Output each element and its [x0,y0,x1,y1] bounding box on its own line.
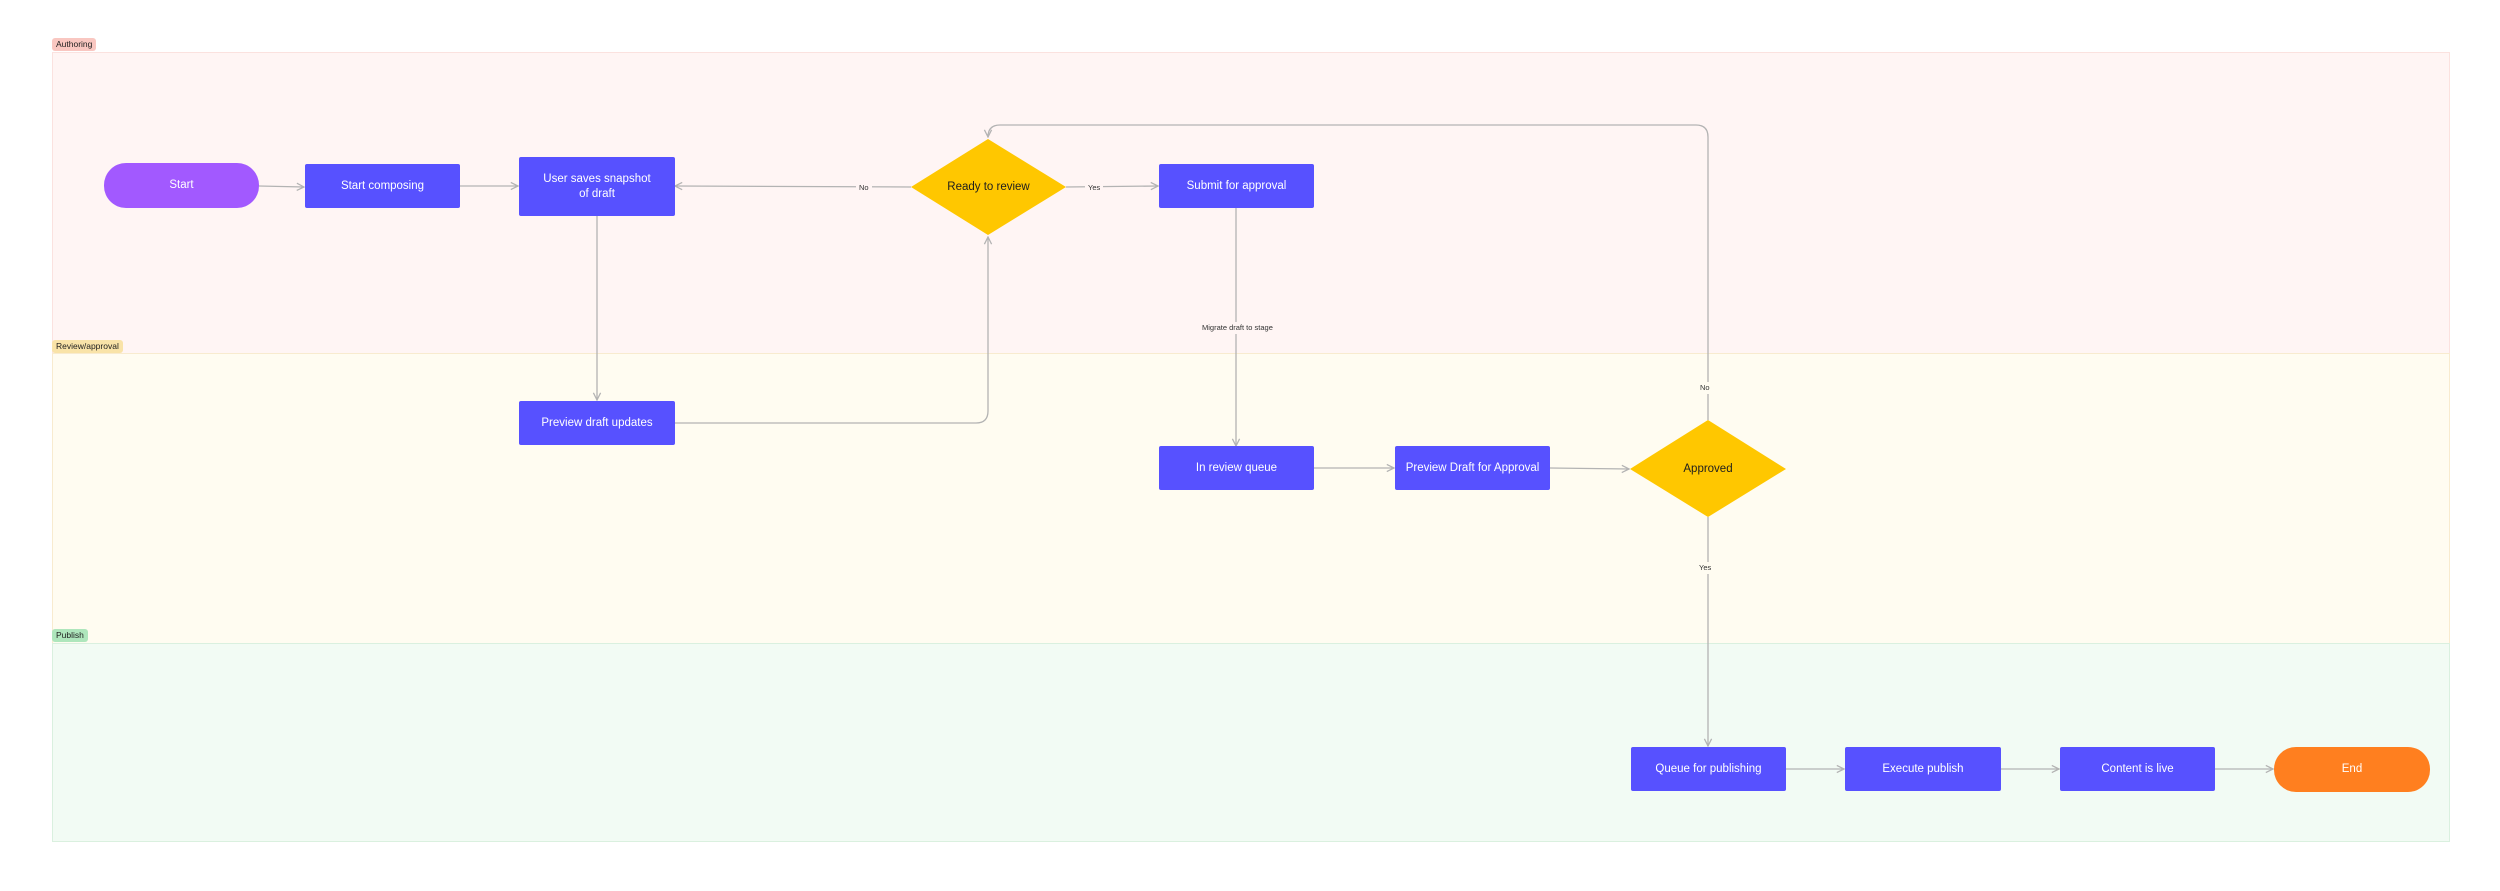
edge-label-ready-no: No [856,182,872,194]
submit-for-approval-node[interactable]: Submit for approval [1159,164,1314,208]
content-is-live-node[interactable]: Content is live [2060,747,2215,791]
decision-approved[interactable]: Approved [1683,463,1733,475]
queue-for-publishing-node[interactable]: Queue for publishing [1631,747,1786,791]
edge-preview-approval-to-approved [1549,468,1629,469]
end-node[interactable]: End [2274,747,2430,792]
edge-ready-no-to-snapshot [675,186,912,187]
decision-approved-shape [1630,420,1786,517]
start-composing-node[interactable]: Start composing [305,164,460,208]
lane-review-approval [52,353,2450,645]
lane-label-review-approval: Review/approval [52,340,123,353]
decision-ready-to-review-shape [911,139,1066,235]
edge-ready-yes-to-submit [1065,186,1158,187]
edge-start-to-composing [258,186,304,187]
edge-label-approved-yes: Yes [1696,562,1715,574]
start-node[interactable]: Start [104,163,259,208]
preview-draft-for-approval-node[interactable]: Preview Draft for Approval [1395,446,1550,490]
edge-label-migrate-draft: Migrate draft to stage [1199,322,1276,334]
edge-label-approved-no: No [1697,382,1713,394]
lane-label-authoring: Authoring [52,38,97,51]
save-snapshot-node[interactable]: User saves snapshot of draft [519,157,675,216]
lane-label-publish: Publish [52,629,88,642]
execute-publish-node[interactable]: Execute publish [1845,747,2001,791]
edge-preview-to-ready [675,237,988,424]
in-review-queue-node[interactable]: In review queue [1159,446,1314,490]
preview-draft-updates-node[interactable]: Preview draft updates [519,401,675,445]
edge-label-ready-yes: Yes [1085,182,1104,194]
edge-approved-no-to-ready [988,124,1709,420]
decision-ready-to-review[interactable]: Ready to review [947,181,1030,193]
lane-publish [52,643,2450,842]
